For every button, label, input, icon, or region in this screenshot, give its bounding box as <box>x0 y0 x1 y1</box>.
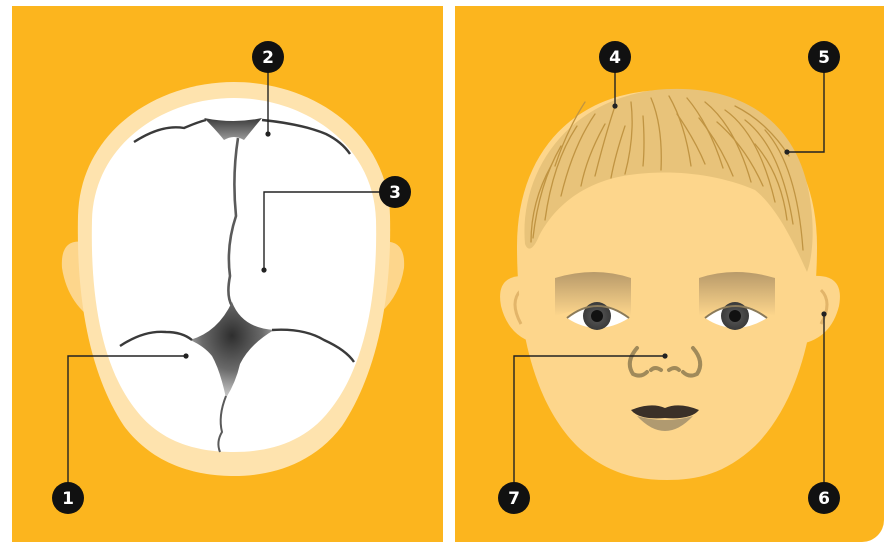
marker-1-label: 1 <box>62 489 74 509</box>
marker-6: 6 <box>808 482 840 514</box>
skull-top-view-illustration: 1 2 3 <box>12 6 443 542</box>
infant-face-panel: 4 5 6 7 <box>455 6 884 542</box>
marker-1: 1 <box>52 482 84 514</box>
marker-4-label: 4 <box>609 48 621 68</box>
skull-top-view-panel: 1 2 3 <box>12 6 443 542</box>
marker-2: 2 <box>252 41 284 73</box>
skull <box>92 98 376 452</box>
marker-4: 4 <box>599 41 631 73</box>
marker-5-label: 5 <box>818 48 830 68</box>
marker-5: 5 <box>808 41 840 73</box>
marker-7: 7 <box>498 482 530 514</box>
infant-face-illustration: 4 5 6 7 <box>455 6 884 542</box>
marker-3: 3 <box>379 176 411 208</box>
marker-3-label: 3 <box>389 183 401 203</box>
marker-2-label: 2 <box>262 48 274 68</box>
marker-7-label: 7 <box>508 489 520 509</box>
marker-6-label: 6 <box>818 489 830 509</box>
